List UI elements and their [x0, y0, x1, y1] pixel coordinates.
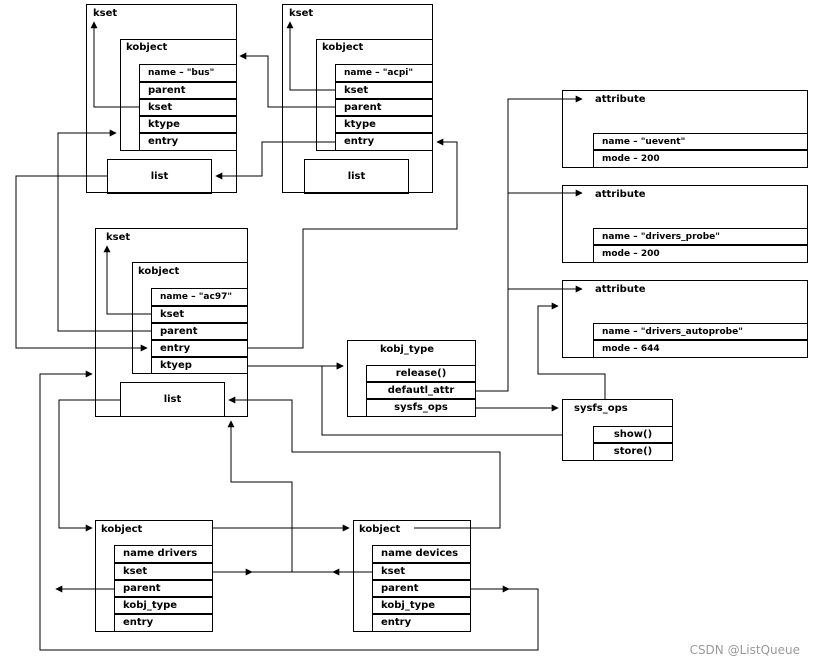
arrow-sysfs-ops-kobj-type	[321, 362, 562, 436]
drivers-entry-row: entry	[114, 614, 213, 632]
arrow-acpi-parent	[239, 52, 335, 108]
kobject-acpi-title: kobject	[322, 42, 364, 53]
kobj-type-default-attr-row: defautl_attr	[366, 382, 476, 399]
kobj-type-title: kobj_type	[380, 344, 435, 355]
kset-bus-title: kset	[93, 8, 118, 19]
kobject-bus-title: kobject	[126, 42, 168, 53]
ac97-kset-row: kset	[151, 306, 248, 323]
acpi-kset-row: kset	[335, 82, 433, 99]
kobject-devices-title: kobject	[359, 524, 401, 535]
drivers-autoprobe-mode-row: mode – 644	[593, 340, 808, 358]
uevent-name-row: name – "uevent"	[593, 133, 808, 150]
arrow-ac97-parent	[57, 129, 151, 332]
arrow-sysfs-ops-autoprobe	[537, 302, 606, 399]
sysfs-ops-store-row: store()	[593, 443, 673, 461]
acpi-ktype-row: ktype	[335, 116, 433, 133]
ac97-list-row: list	[120, 382, 225, 417]
bus-ktype-row: ktype	[139, 116, 237, 133]
devices-kset-row: kset	[372, 563, 471, 580]
acpi-parent-row: parent	[335, 99, 433, 116]
arrow-acpi-kset	[286, 21, 335, 91]
kset-ac97-title: kset	[106, 232, 131, 243]
drivers-probe-mode-row: mode – 200	[593, 245, 808, 263]
arrow-bus-kset	[90, 21, 139, 108]
arrow-return-loop	[39, 370, 539, 651]
devices-parent-row: parent	[372, 580, 471, 597]
watermark-text: CSDN @ListQueue	[689, 643, 800, 657]
devices-kobj-type-row: kobj_type	[372, 597, 471, 614]
drivers-name-row: name drivers	[114, 545, 213, 563]
bus-kset-row: kset	[139, 99, 237, 116]
arrow-ac97-entry-to-acpi-entry	[248, 138, 458, 349]
arrow-ac97-kset	[103, 245, 151, 315]
kobj-type-sysfs-ops-row: sysfs_ops	[366, 399, 476, 417]
attribute-uevent-title: attribute	[595, 94, 646, 105]
arrow-acpi-entry	[215, 141, 335, 180]
kset-acpi-title: kset	[289, 8, 314, 19]
ac97-ktyep-row: ktyep	[151, 357, 248, 374]
arrow-kset-up	[227, 420, 293, 572]
sysfs-ops-show-row: show()	[593, 426, 673, 443]
acpi-list-row: list	[304, 159, 409, 194]
bus-list-row: list	[107, 159, 212, 194]
sysfs-ops-title: sysfs_ops	[574, 403, 628, 414]
ac97-name-row: name – "ac97"	[151, 288, 248, 306]
devices-entry-row: entry	[372, 614, 471, 632]
acpi-entry-row: entry	[335, 133, 433, 151]
acpi-name-row: name – "acpi"	[335, 64, 433, 82]
ac97-entry-row: entry	[151, 340, 248, 357]
drivers-parent-row: parent	[114, 580, 213, 597]
attribute-drivers-autoprobe-title: attribute	[595, 284, 646, 295]
arrow-default-attr-uevent	[476, 95, 583, 392]
drivers-kobj-type-row: kobj_type	[114, 597, 213, 614]
uevent-mode-row: mode – 200	[593, 150, 808, 168]
bus-name-row: name – "bus"	[139, 64, 237, 82]
devices-name-row: name devices	[372, 545, 471, 563]
arrow-ac97-list-to-drivers	[58, 399, 120, 532]
kobject-ac97-title: kobject	[138, 266, 180, 277]
arrow-bus-list-to-ac97-entry	[15, 175, 148, 352]
attribute-drivers-probe-title: attribute	[595, 189, 646, 200]
drivers-kset-row: kset	[114, 563, 213, 580]
kobject-drivers-title: kobject	[101, 524, 143, 535]
arrow-devices-to-ac97-list	[228, 396, 501, 529]
ac97-parent-row: parent	[151, 323, 248, 340]
bus-parent-row: parent	[139, 82, 237, 99]
drivers-autoprobe-name-row: name – "drivers_autoprobe"	[593, 323, 808, 340]
kobj-type-release-row: release()	[366, 365, 476, 382]
drivers-probe-name-row: name – "drivers_probe"	[593, 228, 808, 245]
bus-entry-row: entry	[139, 133, 237, 151]
